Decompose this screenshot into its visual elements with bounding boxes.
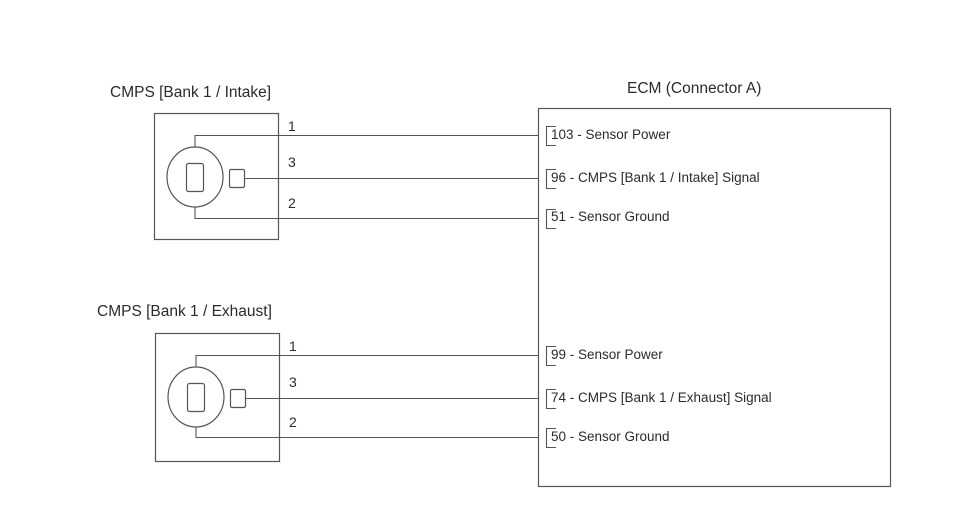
ecm-pin-label-99: 99 - Sensor Power (551, 347, 663, 362)
ecm-pin-bracket-96 (545, 168, 556, 190)
sensor-pin-number-exhaust-1: 1 (289, 338, 297, 354)
sensor-pin-number-exhaust-2: 2 (289, 414, 297, 430)
wire-intake-pin1 (194, 134, 538, 147)
ecm-title: ECM (Connector A) (627, 80, 762, 97)
ecm-pin-bracket-74 (545, 388, 556, 410)
ecm-pin-bracket-103 (545, 125, 556, 147)
ecm-pin-bracket-51 (545, 208, 556, 230)
sensor-body-exhaust (154, 332, 281, 463)
ecm-pin-label-51: 51 - Sensor Ground (551, 209, 670, 224)
ecm-connector-box (537, 107, 892, 488)
wire-exhaust-pin2 (195, 427, 538, 439)
ecm-pin-label-74: 74 - CMPS [Bank 1 / Exhaust] Signal (551, 390, 772, 405)
sensor-pin-number-intake-1: 1 (288, 118, 296, 134)
sensor-pin-number-intake-2: 2 (288, 195, 296, 211)
sensor-body-intake (153, 112, 280, 241)
sensor-title-intake: CMPS [Bank 1 / Intake] (110, 84, 272, 101)
ecm-pin-label-103: 103 - Sensor Power (551, 127, 671, 142)
ecm-pin-label-96: 96 - CMPS [Bank 1 / Intake] Signal (551, 170, 760, 185)
sensor-title-exhaust: CMPS [Bank 1 / Exhaust] (97, 303, 272, 320)
ecm-pin-label-50: 50 - Sensor Ground (551, 429, 670, 444)
wire-exhaust-pin1 (195, 354, 538, 367)
wire-intake-pin2 (194, 207, 538, 220)
ecm-pin-bracket-99 (545, 345, 556, 367)
sensor-pin-number-intake-3: 3 (288, 154, 296, 170)
sensor-pin-number-exhaust-3: 3 (289, 374, 297, 390)
ecm-pin-bracket-50 (545, 427, 556, 449)
